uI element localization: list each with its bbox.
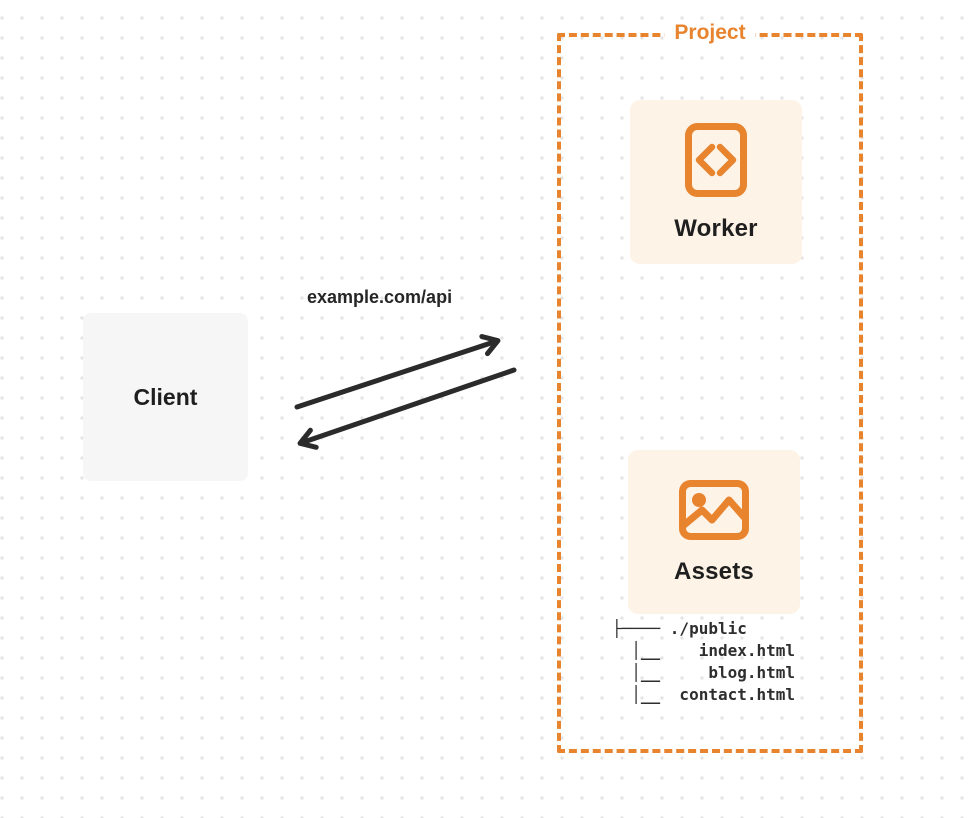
worker-label: Worker bbox=[674, 214, 758, 242]
project-boundary: Project bbox=[557, 21, 863, 753]
tree-line-index: │__ index.html bbox=[612, 641, 796, 660]
tree-line-blog: │__ blog.html bbox=[612, 663, 796, 682]
code-file-icon bbox=[685, 122, 747, 197]
tree-line-contact: │__ contact.html bbox=[612, 685, 796, 704]
image-icon bbox=[679, 479, 749, 540]
client-label: Client bbox=[133, 383, 198, 410]
request-arrow bbox=[294, 334, 501, 410]
public-file-tree: ├──── ./public │__ index.html │__ blog.h… bbox=[612, 618, 795, 706]
assets-node: Assets bbox=[628, 450, 800, 614]
project-label: Project bbox=[664, 21, 756, 45]
client-node: Client bbox=[83, 313, 248, 481]
assets-label: Assets bbox=[674, 557, 754, 585]
request-url-label: example.com/api bbox=[307, 287, 453, 307]
worker-node: Worker bbox=[630, 100, 802, 264]
tree-line-public: ├──── ./public bbox=[612, 619, 747, 638]
response-arrow bbox=[297, 367, 517, 450]
